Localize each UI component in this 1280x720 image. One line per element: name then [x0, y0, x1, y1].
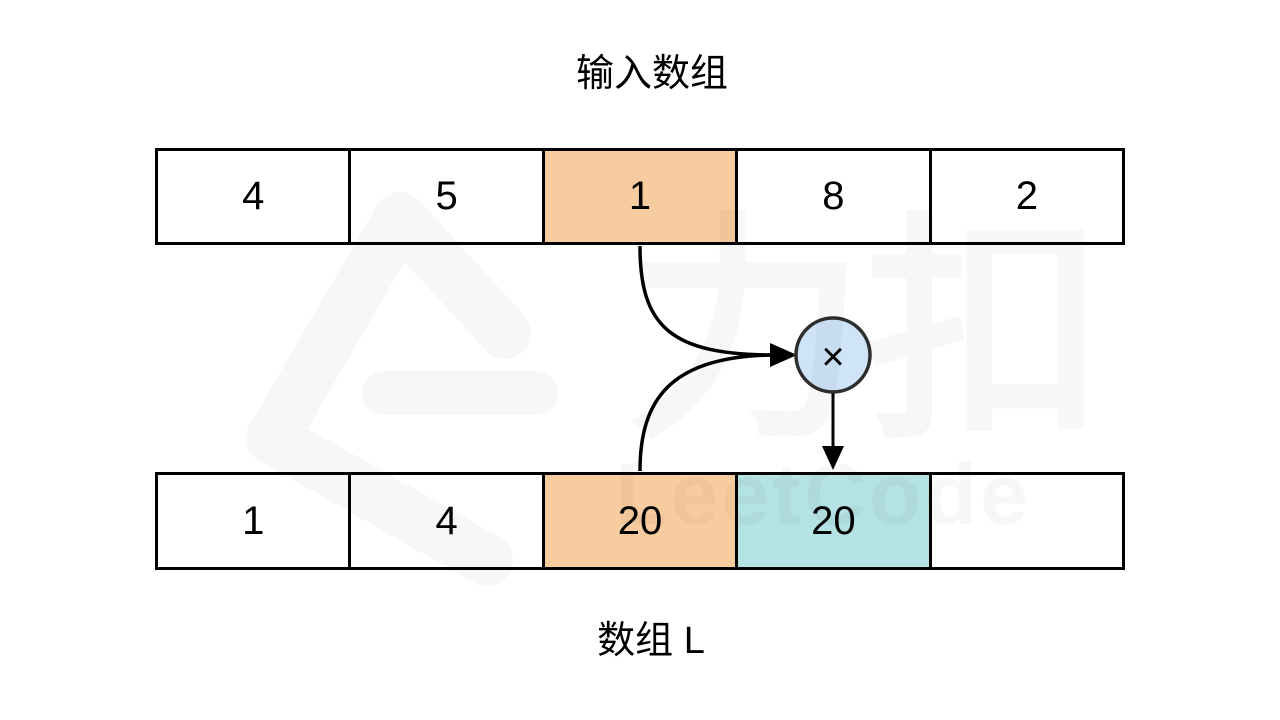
- array-L-cell-0: 1: [158, 475, 352, 567]
- array-L-cell-3: 20: [738, 475, 932, 567]
- input-array: 4 5 1 8 2: [155, 148, 1125, 245]
- curve-from-L-cell: [638, 353, 775, 472]
- cell-value: 1: [628, 174, 652, 218]
- cell-value: 20: [617, 498, 663, 543]
- array-L-cell-4: [931, 475, 1123, 567]
- array-L-label: 数组 L: [597, 620, 705, 662]
- cell-value: 2: [1015, 174, 1038, 218]
- cell-value: 8: [822, 174, 845, 218]
- multiply-symbol: ×: [821, 335, 844, 379]
- cell-value: 4: [435, 498, 458, 543]
- input-array-cell-0: 4: [158, 151, 352, 242]
- multiply-node: [794, 316, 872, 394]
- curve-from-input-cell: [638, 245, 775, 357]
- input-array-cell-4: 2: [931, 151, 1123, 242]
- array-L: 1 4 20 20: [155, 472, 1125, 570]
- arrowhead-into-multiply: [770, 343, 797, 367]
- array-L-cell-2: 20: [544, 475, 739, 567]
- arrowhead-down: [822, 446, 844, 470]
- input-array-title: 输入数组: [575, 53, 728, 95]
- array-L-cell-1: 4: [351, 475, 545, 567]
- input-array-cell-2: 1: [544, 151, 739, 242]
- cell-value: 1: [242, 498, 265, 543]
- cell-value: 4: [242, 174, 265, 218]
- input-array-cell-1: 5: [351, 151, 545, 242]
- cell-value: 20: [811, 498, 856, 543]
- input-array-cell-3: 8: [738, 151, 932, 242]
- cell-value: 5: [435, 174, 458, 218]
